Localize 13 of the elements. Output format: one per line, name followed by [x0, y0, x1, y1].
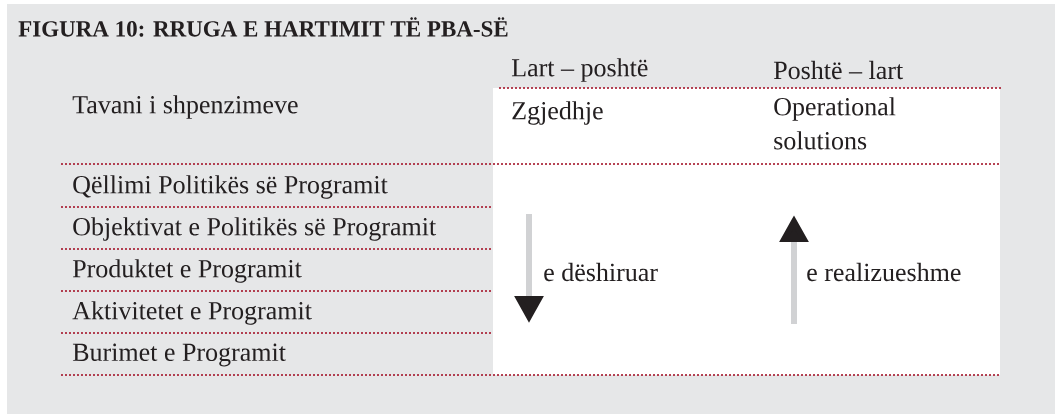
row-label: Produktet e Programit	[72, 259, 302, 283]
arrow-label: e realizueshme	[807, 262, 961, 282]
table-cell: Zgjedhje	[512, 101, 603, 125]
row-label: Aktivitetet e Programit	[72, 301, 312, 325]
table-cell: Operational solutions	[774, 97, 896, 150]
figure-title: FIGURA 10: RRUGA E HARTIMIT TË PBA-SË	[18, 17, 508, 37]
arrow-label: e dëshiruar	[544, 262, 658, 282]
row-label: Burimet e Programit	[72, 343, 286, 367]
column-header: Poshtë – lart	[773, 60, 904, 80]
row-label: Tavani i shpenzimeve	[72, 95, 298, 119]
row-label: Objektivat e Politikës së Programit	[73, 217, 437, 241]
row-label: Qëllimi Politikës së Programit	[73, 175, 388, 199]
column-header: Lart – poshtë	[511, 58, 648, 82]
